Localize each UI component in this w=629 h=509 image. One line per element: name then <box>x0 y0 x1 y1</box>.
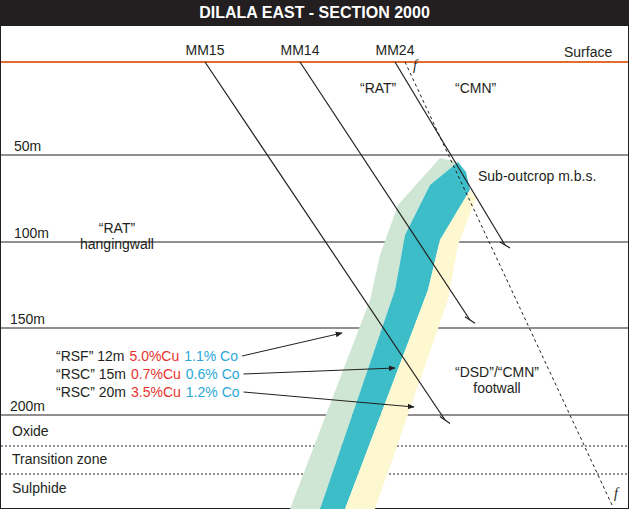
leader-arrow <box>244 392 414 407</box>
fault-line <box>405 62 612 505</box>
cobalt-grade: 0.6% Co <box>186 366 240 382</box>
title-bar <box>0 0 629 26</box>
surface-label: Surface <box>564 44 612 60</box>
depth-label: 50m <box>14 138 41 154</box>
intercept-label: “RSC” 15m <box>56 366 126 382</box>
surface-line <box>1 61 628 63</box>
leader-arrow <box>242 333 342 356</box>
unit-label: “RAT” <box>360 80 396 96</box>
cobalt-grade: 1.1% Co <box>184 348 238 364</box>
leader-arrow <box>244 368 395 374</box>
depth-lines <box>1 155 628 415</box>
intercept-label: “RSF” 12m <box>56 348 124 364</box>
rsc-lower-band <box>345 190 476 509</box>
title-text: DILALA EAST - SECTION 2000 <box>0 0 629 26</box>
fault-symbol: f <box>413 58 417 74</box>
leader-arrows <box>242 333 414 407</box>
copper-grade: 0.7%Cu <box>131 366 181 382</box>
zone-label: Oxide <box>12 423 49 439</box>
copper-grade: 3.5%Cu <box>131 384 181 400</box>
unit-label: “DSD”/“CMN” footwall <box>442 364 552 396</box>
unit-label: “RAT” hangingwall <box>62 220 172 252</box>
zone-label: Sulphide <box>12 480 67 496</box>
hole-name: MM15 <box>186 42 225 58</box>
depth-label: 200m <box>10 398 45 414</box>
fault-symbol: f <box>614 486 618 502</box>
depth-label: 150m <box>10 311 45 327</box>
sub-outcrop-label: Sub-outcrop m.b.s. <box>478 168 596 184</box>
hole-name: MM24 <box>376 42 415 58</box>
hole-name: MM14 <box>281 42 320 58</box>
copper-grade: 5.0%Cu <box>129 348 179 364</box>
zone-label: Transition zone <box>12 451 107 467</box>
rsc-upper-band <box>320 162 470 509</box>
cobalt-grade: 1.2% Co <box>186 384 240 400</box>
depth-label: 100m <box>14 225 49 241</box>
unit-label: “CMN” <box>455 80 496 96</box>
intercept-label: “RSC” 20m <box>56 384 126 400</box>
